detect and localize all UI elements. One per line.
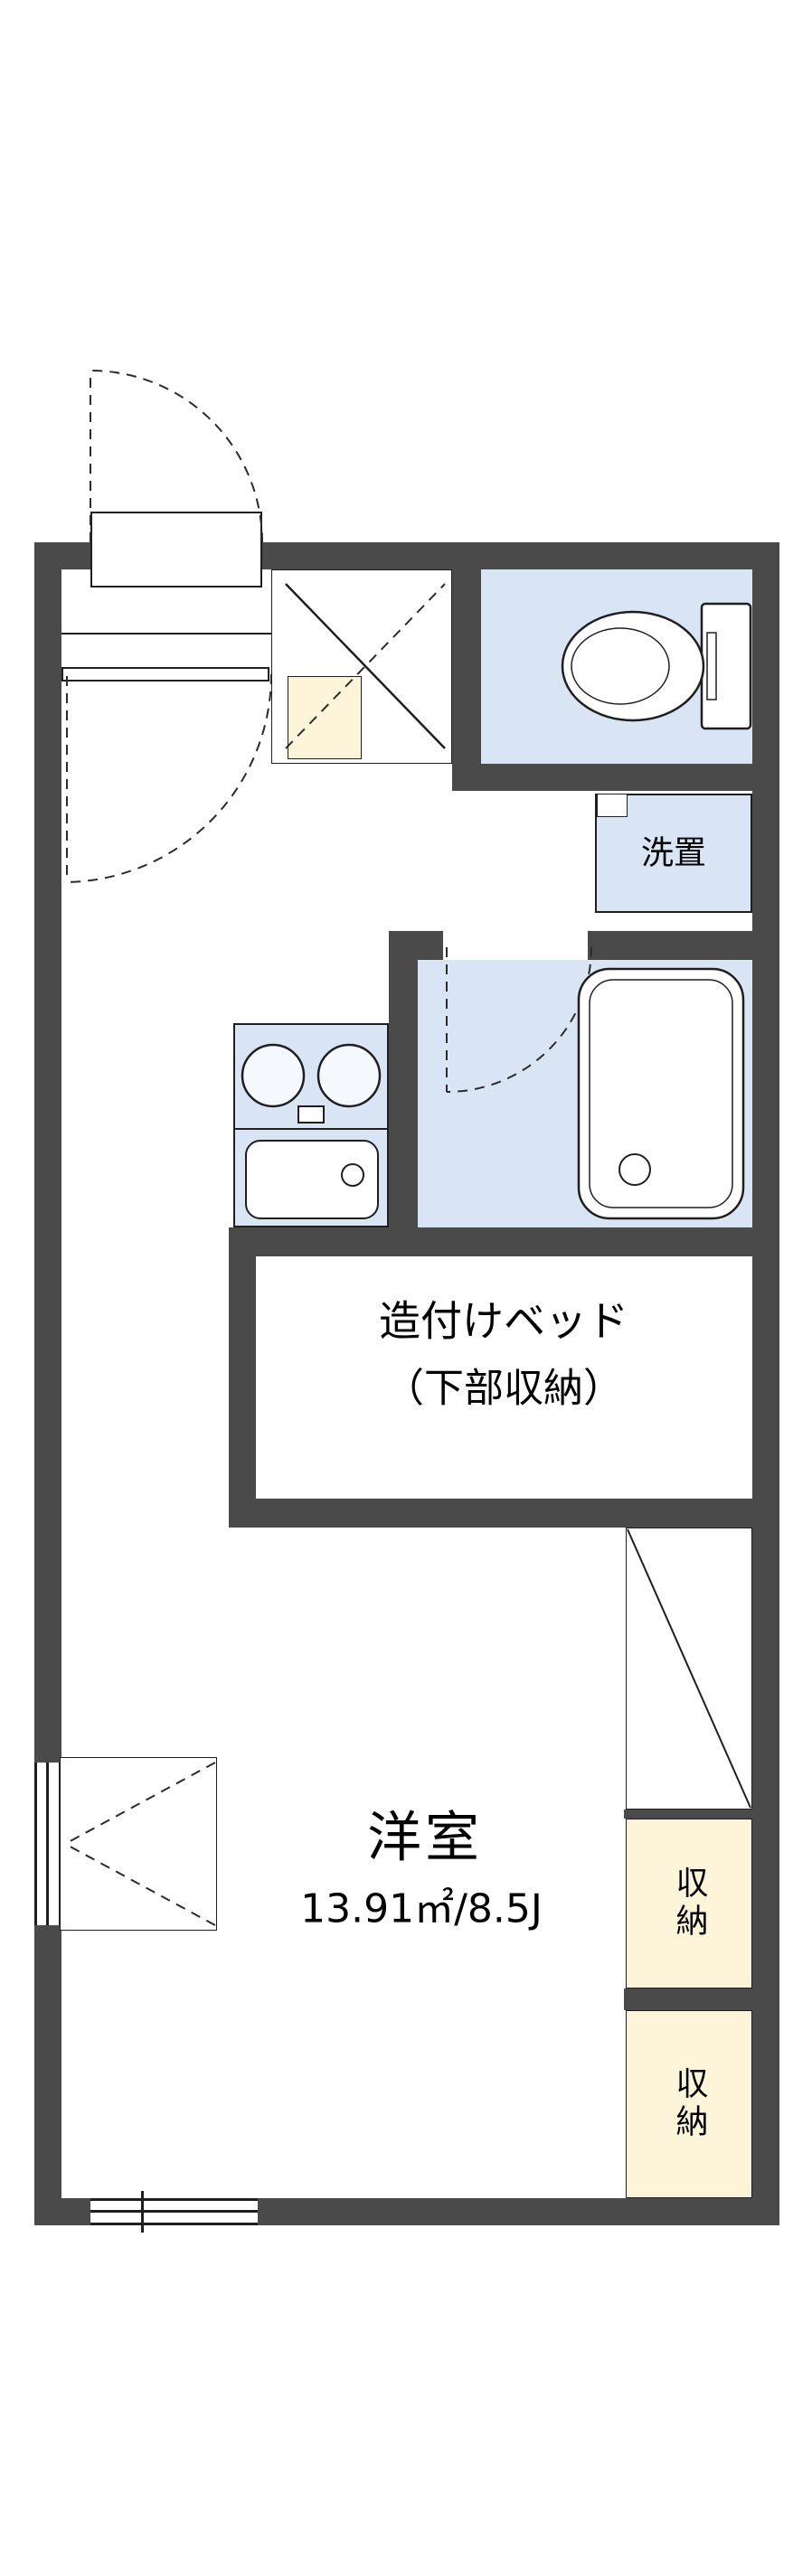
built-in-bed-sublabel: （下部収納） [384,1365,623,1412]
wall-bath-left [389,931,418,1256]
hall-door-leaf [61,667,269,682]
window-left-center-line [46,1763,49,1925]
wall-bed-top [229,1227,779,1256]
window-shutter-box [60,1757,217,1931]
washer-faucet-box [597,794,628,817]
wall-left [34,542,61,2225]
closet-top-box [626,1819,752,1988]
tall-storage-column [626,1528,752,1810]
washer-label: 洗置 [640,834,707,872]
wall-vestibule-right [452,569,481,791]
hall-door-swing-arc [62,673,272,883]
wall-closet-separator-top [624,1810,779,1819]
window-bottom-center-line [90,2210,258,2213]
wall-top-main [262,542,779,569]
entrance-door-leaf [90,512,262,588]
wall-bed-left [229,1227,256,1528]
entry-vestibule [271,569,452,764]
shoe-cabinet [288,676,362,759]
wall-toilet-bottom [452,764,779,791]
kitchen-unit-divider [233,1128,389,1130]
window-bottom-tick [141,2191,144,2233]
kitchen-unit [233,1023,389,1227]
wall-bath-top-right [588,931,779,960]
room-name-label: 洋室 [367,1806,483,1870]
wall-bottom-left [34,2198,90,2225]
wall-bed-bottom [229,1499,779,1528]
closet-bottom-box [626,2010,752,2198]
closet-top-label: 収納 [670,1866,708,1941]
toilet-room [481,569,752,764]
closet-bottom-label: 収納 [670,2066,708,2142]
wall-right [752,542,779,2225]
wall-bottom-main [258,2198,779,2225]
wall-closet-separator-mid [624,1988,779,2010]
genkan-step-line [61,633,271,635]
built-in-bed-label: 造付けベッド [379,1296,628,1346]
room-area-label: 13.91㎡/8.5J [300,1885,543,1932]
bathroom [418,960,752,1227]
